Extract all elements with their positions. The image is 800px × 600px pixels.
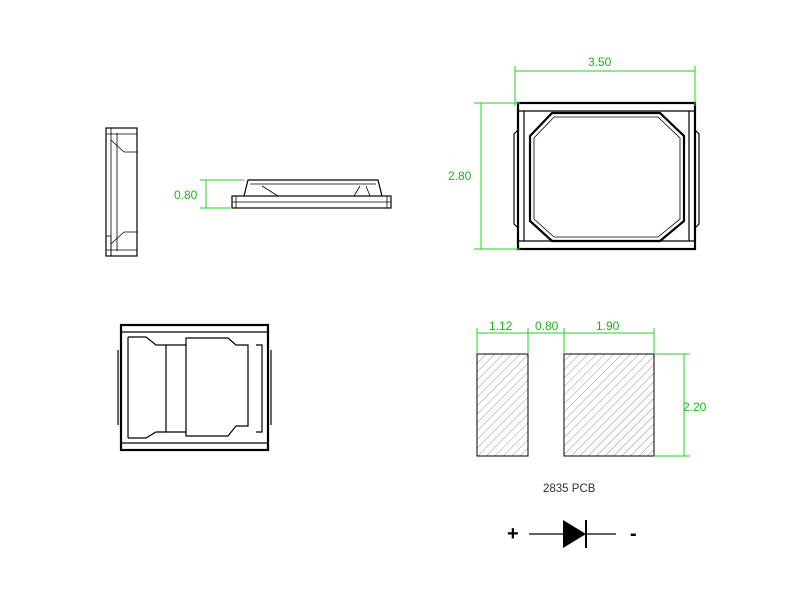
height-dimension: 2.80 xyxy=(448,102,520,250)
bottom-view xyxy=(117,323,272,452)
end-view xyxy=(105,127,138,257)
cathode-label: - xyxy=(630,523,637,545)
pcb-footprint xyxy=(476,353,655,457)
pad-dimensions: 1.12 0.80 1.90 2.20 xyxy=(476,319,707,457)
height-value: 2.80 xyxy=(448,169,472,183)
top-view xyxy=(513,101,700,251)
pad-height-value: 2.20 xyxy=(683,400,707,414)
width-value: 3.50 xyxy=(588,55,612,69)
pad-left-width-value: 1.12 xyxy=(489,319,513,333)
thickness-value: 0.80 xyxy=(174,188,198,202)
pad-gap-value: 0.80 xyxy=(535,319,559,333)
pcb-caption: 2835 PCB xyxy=(543,483,596,495)
side-view xyxy=(231,179,392,209)
anode-label: + xyxy=(507,523,519,545)
pad-right xyxy=(563,353,655,457)
width-dimension: 3.50 xyxy=(514,55,696,106)
polarity-symbol: + - xyxy=(507,520,637,548)
diode-icon xyxy=(563,520,586,548)
pad-right-width-value: 1.90 xyxy=(596,319,620,333)
pad-left xyxy=(476,353,529,457)
thickness-dimension: 0.80 xyxy=(174,179,244,209)
